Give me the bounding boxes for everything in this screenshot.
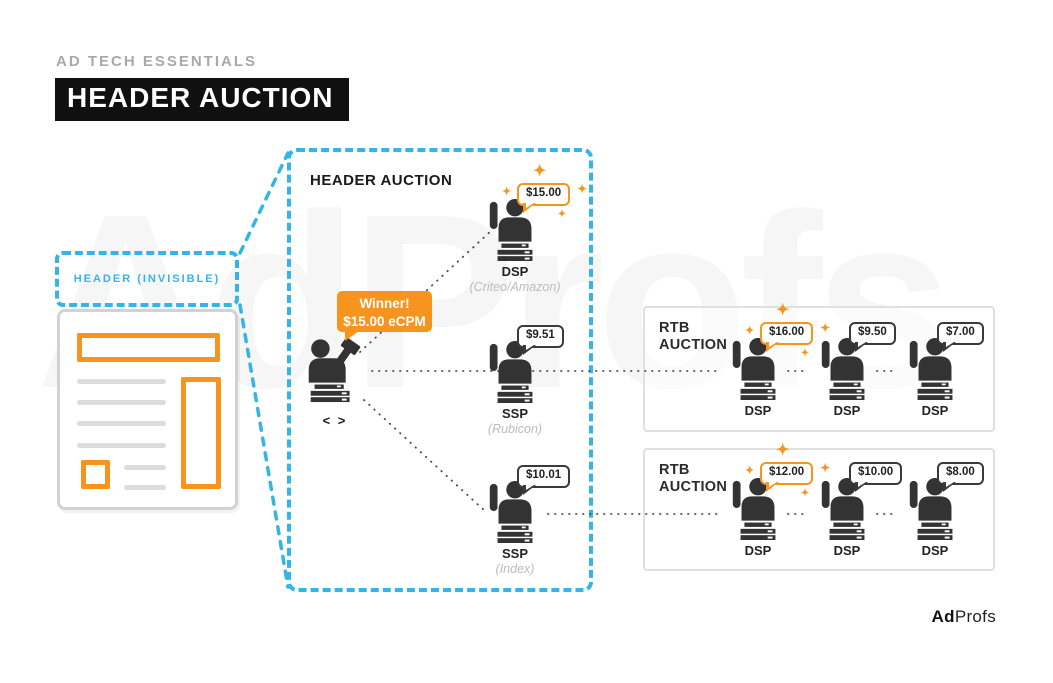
bidder-icon bbox=[821, 337, 865, 400]
bubble-tail-inner bbox=[526, 485, 534, 490]
text-line bbox=[77, 421, 166, 426]
bid-bubble: $16.00 ✦ ✦ ✦ ✦ bbox=[745, 303, 830, 359]
bidder-label: DSP bbox=[921, 543, 949, 558]
auctioneer-icon bbox=[308, 336, 361, 403]
winner-badge-line2: $15.00 eCPM bbox=[343, 313, 426, 329]
bidder-icon bbox=[909, 477, 953, 540]
bubble-tail-inner bbox=[946, 342, 954, 347]
bidder-dsp-criteo-amazon: $15.00 ✦ ✦ ✦ ✦ DSP (Criteo/Amazon) bbox=[455, 164, 588, 295]
bubble-tail-inner bbox=[946, 482, 954, 487]
code-tag-label: < > bbox=[322, 413, 348, 428]
bidder-icon bbox=[732, 477, 776, 540]
bid-amount: $7.00 bbox=[946, 326, 975, 338]
webpage-wireframe bbox=[57, 309, 238, 510]
header-auction-box-label: HEADER AUCTION bbox=[310, 172, 453, 189]
bubble-tail-inner bbox=[526, 345, 534, 350]
rtb-label-line2: AUCTION bbox=[659, 478, 728, 495]
page-title: HEADER AUCTION bbox=[55, 78, 349, 121]
bubble-tail bbox=[855, 342, 868, 352]
bid-bubble: $10.01 bbox=[517, 465, 571, 495]
bidder-label: SSP bbox=[501, 406, 528, 421]
rtb1-bidder-dsp-2: $9.50 DSP bbox=[787, 322, 907, 418]
text-line bbox=[77, 379, 166, 384]
bidder-sublabel: (Index) bbox=[495, 562, 535, 576]
bid-amount: $15.00 bbox=[526, 187, 562, 199]
bidder-label: DSP bbox=[744, 543, 772, 558]
bid-amount: $9.51 bbox=[526, 329, 555, 341]
bubble-tail bbox=[523, 485, 536, 495]
rtb-auction-label: RTB AUCTION bbox=[659, 462, 727, 495]
bid-amount: $16.00 bbox=[769, 326, 805, 338]
bubble-tail bbox=[766, 482, 779, 492]
sidebar-ad-slot bbox=[181, 377, 221, 489]
bid-bubble: $8.00 bbox=[937, 462, 984, 492]
banner-ad-slot bbox=[77, 333, 220, 362]
text-line bbox=[77, 443, 166, 448]
bid-amount: $8.00 bbox=[946, 466, 975, 478]
bidder-ssp-rubicon: $9.51 SSP (Rubicon) bbox=[455, 325, 575, 436]
bid-bubble: $9.50 bbox=[849, 322, 896, 352]
brand-light: Profs bbox=[954, 607, 996, 626]
rtb-auction-label: RTB AUCTION bbox=[659, 320, 727, 353]
bidder-icon bbox=[489, 340, 533, 403]
text-line bbox=[124, 485, 166, 490]
rtb-label-line1: RTB bbox=[659, 320, 690, 336]
bubble-tail-inner bbox=[526, 203, 534, 208]
bubble-tail bbox=[766, 342, 779, 352]
rtb2-bidder-dsp-3: $8.00 DSP bbox=[875, 462, 995, 558]
bubble-tail bbox=[523, 345, 536, 355]
invisible-header-label: HEADER (INVISIBLE) bbox=[73, 273, 221, 285]
kicker-text: AD TECH ESSENTIALS bbox=[56, 53, 258, 70]
bidder-sublabel: (Criteo/Amazon) bbox=[469, 280, 561, 294]
bidder-icon bbox=[821, 477, 865, 540]
bubble-tail bbox=[855, 482, 868, 492]
auctioneer: < > bbox=[303, 334, 367, 428]
sparkle-icon: ✦ bbox=[557, 209, 567, 220]
bubble-tail-inner bbox=[769, 482, 777, 487]
bid-bubble: $12.00 ✦ ✦ ✦ ✦ bbox=[745, 443, 830, 499]
bid-amount: $12.00 bbox=[769, 466, 805, 478]
rtb2-bidder-dsp-2: $10.00 DSP bbox=[787, 462, 907, 558]
text-line bbox=[124, 465, 166, 470]
bidder-label: DSP bbox=[833, 403, 861, 418]
bubble-tail-inner bbox=[858, 482, 866, 487]
adprofs-logo: AdProfs bbox=[932, 607, 996, 627]
bubble-tail bbox=[523, 203, 536, 213]
bidder-icon bbox=[489, 198, 533, 261]
bid-bubble: $7.00 bbox=[937, 322, 984, 352]
rtb1-bidder-dsp-3: $7.00 DSP bbox=[875, 322, 995, 418]
bidder-label: SSP bbox=[501, 546, 528, 561]
bidder-sublabel: (Rubicon) bbox=[487, 422, 543, 436]
winner-badge-line1: Winner! bbox=[359, 296, 410, 311]
bubble-tail-inner bbox=[769, 342, 777, 347]
bid-amount: $9.50 bbox=[858, 326, 887, 338]
bubble-tail bbox=[943, 482, 956, 492]
bidder-label: DSP bbox=[921, 403, 949, 418]
bidder-label: DSP bbox=[744, 403, 772, 418]
winner-badge: Winner! $15.00 eCPM bbox=[337, 291, 432, 341]
zoom-connector-lines bbox=[238, 151, 290, 589]
rtb-label-line2: AUCTION bbox=[659, 336, 728, 353]
bid-amount: $10.01 bbox=[526, 469, 562, 481]
bid-bubble: $15.00 ✦ ✦ ✦ ✦ bbox=[502, 164, 587, 220]
bubble-tail-inner bbox=[858, 342, 866, 347]
square-ad-slot bbox=[81, 460, 110, 489]
bidder-icon bbox=[732, 337, 776, 400]
bidder-icon bbox=[489, 480, 533, 543]
bubble-tail bbox=[943, 342, 956, 352]
bidder-ssp-index: $10.01 SSP (Index) bbox=[455, 465, 575, 576]
bid-bubble: $10.00 bbox=[849, 462, 903, 492]
text-line bbox=[77, 400, 166, 405]
rtb-label-line1: RTB bbox=[659, 462, 690, 478]
bidder-icon bbox=[909, 337, 953, 400]
brand-bold: Ad bbox=[931, 607, 955, 626]
invisible-header-box: HEADER (INVISIBLE) bbox=[55, 251, 239, 307]
bid-bubble: $9.51 bbox=[517, 325, 564, 355]
bid-amount: $10.00 bbox=[858, 466, 894, 478]
badge-tail bbox=[345, 331, 359, 341]
bidder-label: DSP bbox=[501, 264, 529, 279]
bidder-label: DSP bbox=[833, 543, 861, 558]
